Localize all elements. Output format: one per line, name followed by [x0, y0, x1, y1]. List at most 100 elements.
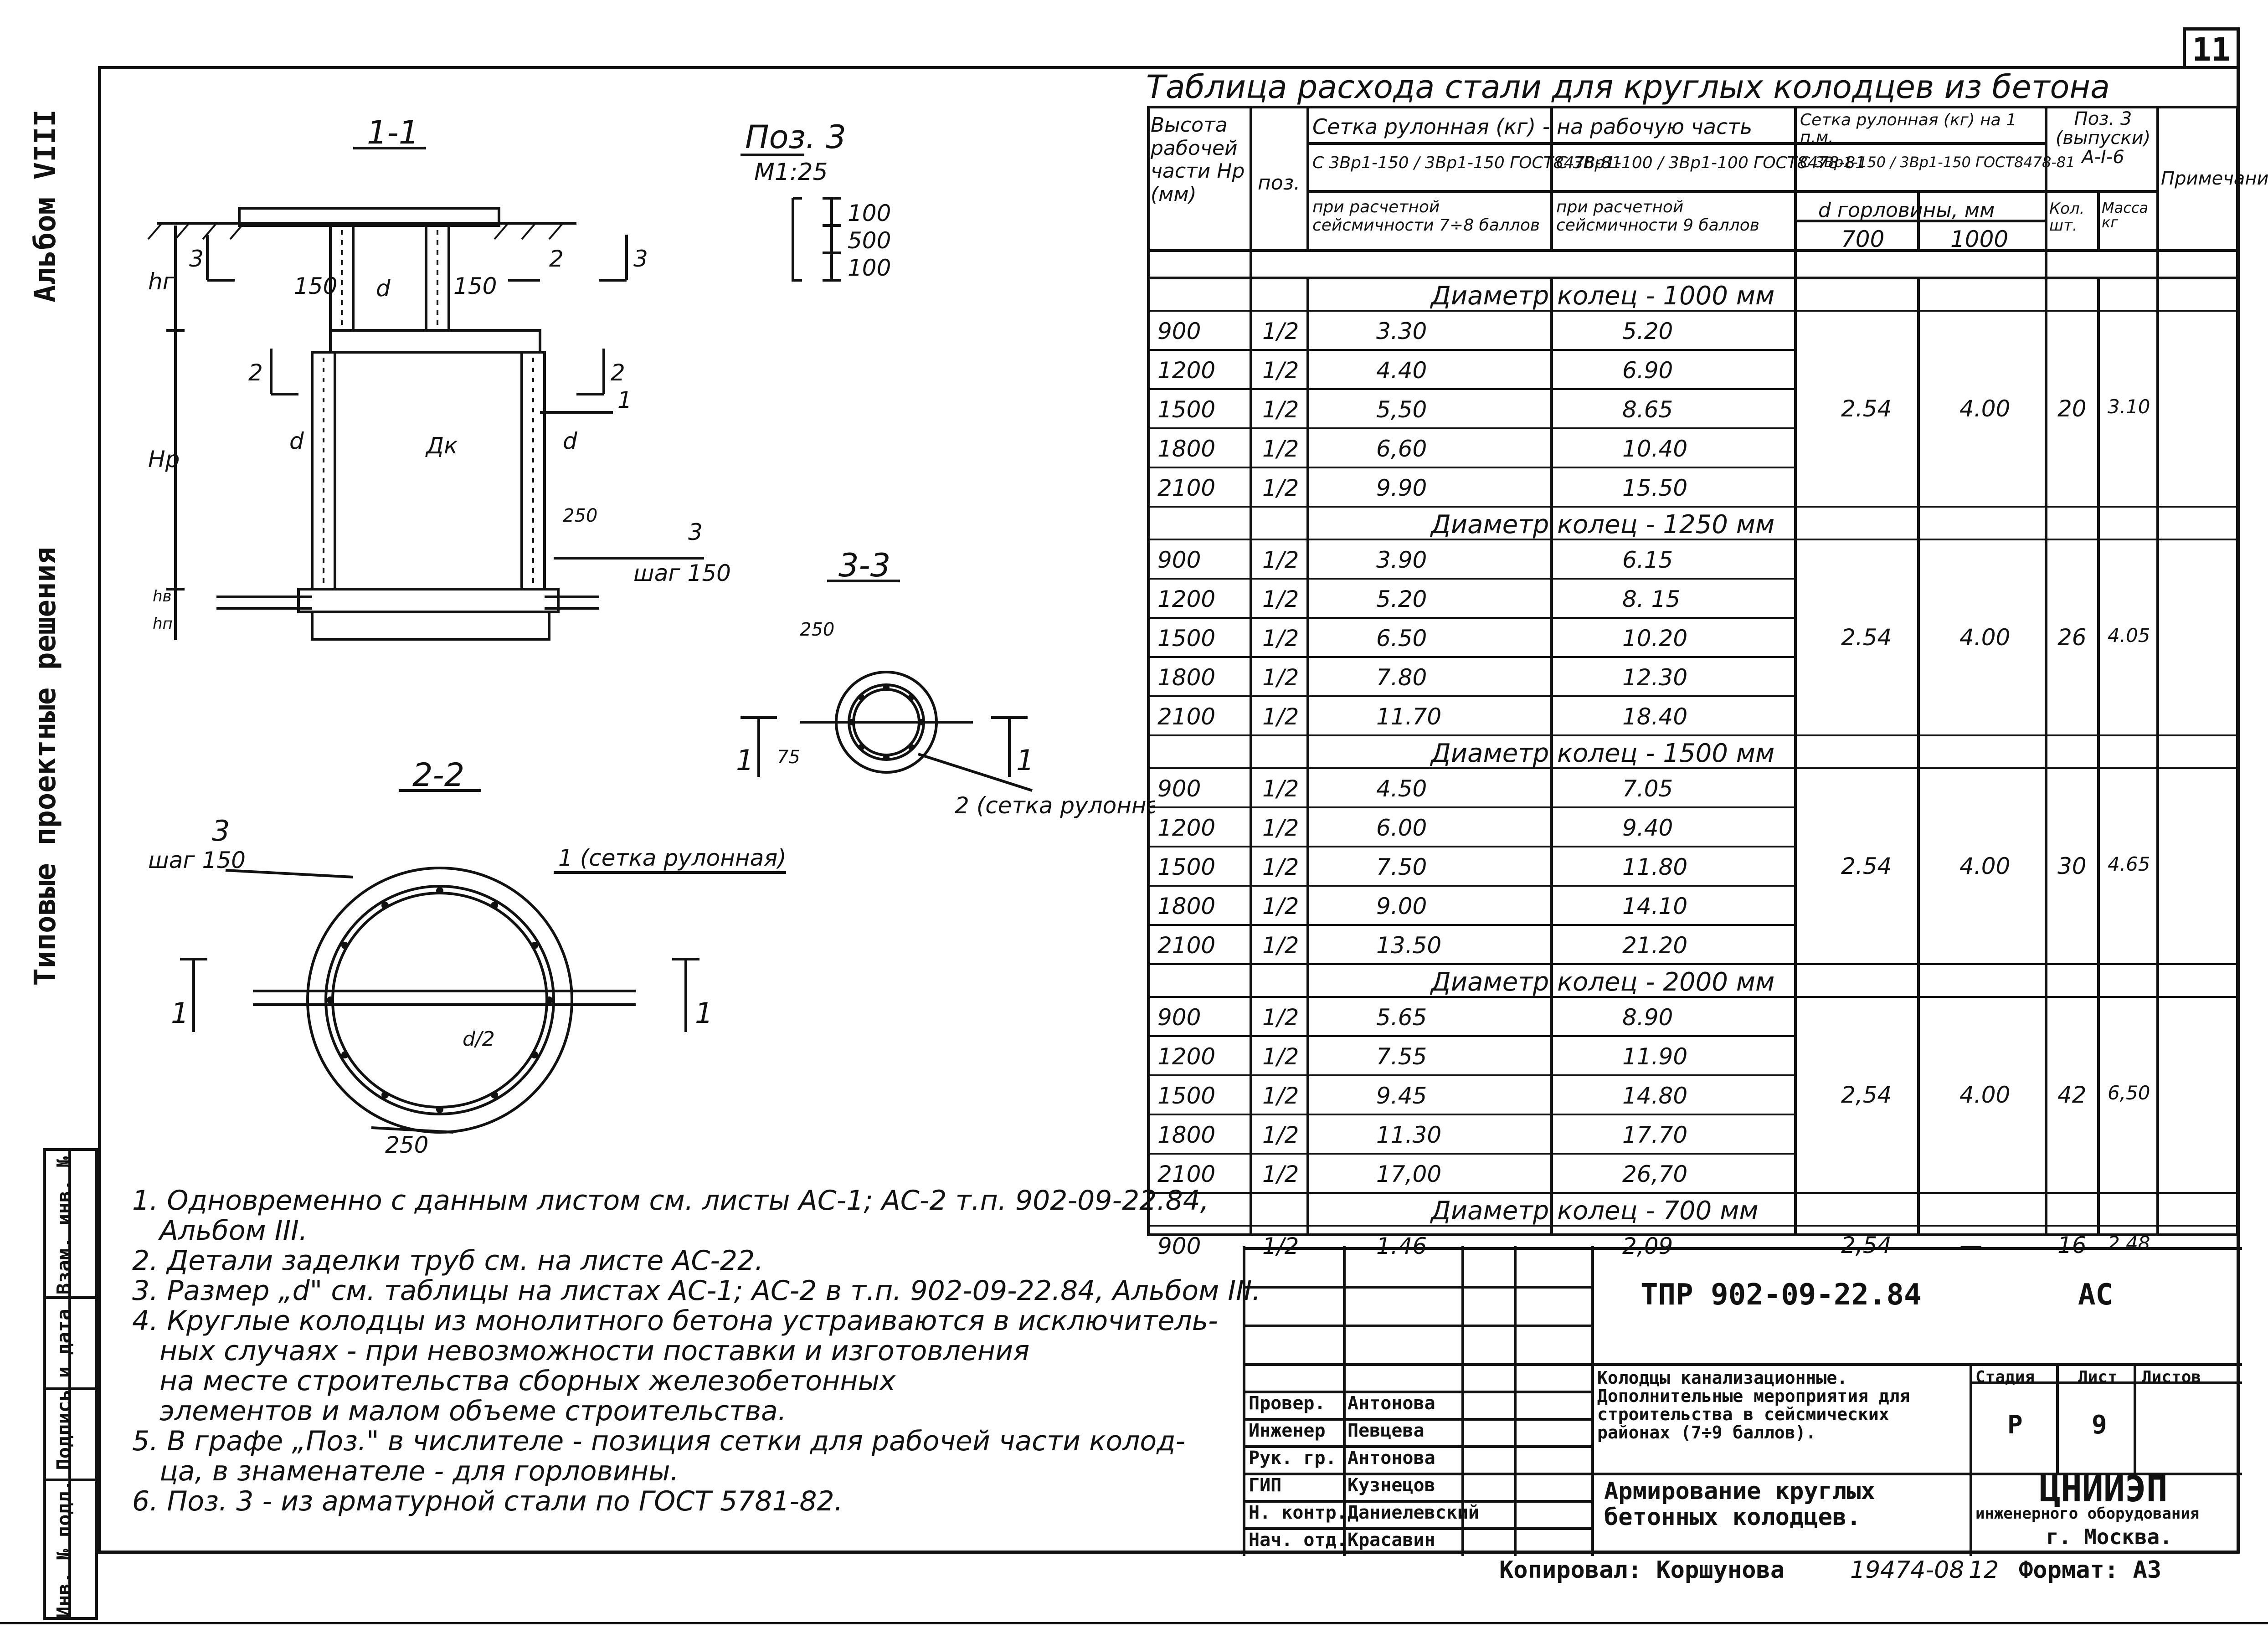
- note-line: Альбом III.: [159, 1215, 308, 1247]
- spine-sign-date: Подпись и дата: [52, 1309, 75, 1470]
- group-title: Диаметр колец - 700 мм: [1431, 1196, 1759, 1226]
- cell-h: 1200: [1157, 586, 1216, 612]
- cell-neck700: 2.54: [1841, 624, 1892, 651]
- cell-poz: 1/2: [1262, 815, 1299, 841]
- hdr-qty: Кол. шт.: [2049, 200, 2085, 235]
- label-hp: Hр: [148, 446, 180, 472]
- hdr-seis-b: при расчетной сейсмичности 9 баллов: [1556, 198, 1759, 235]
- cell-qty: 26: [2057, 624, 2087, 651]
- hdr-mesh-b: С 3Вр1-100 / 3Вр1-100 ГОСТ8478-81: [1556, 154, 1866, 172]
- section-3-3-label: 3-3: [838, 547, 890, 584]
- label-hb: hв: [153, 587, 172, 606]
- sheet-number-box: 11: [2183, 27, 2240, 69]
- pos3-dim-100b: 100: [848, 255, 891, 281]
- cell-h: 2100: [1157, 932, 1216, 959]
- sheets-header: Листов: [2142, 1368, 2201, 1386]
- cell-mass: 4.05: [2108, 624, 2150, 647]
- cell-b: 17.70: [1622, 1122, 1688, 1148]
- cell-neck700: 2.54: [1841, 395, 1892, 422]
- label-pos2: 2: [549, 246, 564, 272]
- staff-role: ГИП: [1249, 1475, 1282, 1496]
- staff-role: Провер.: [1249, 1393, 1326, 1414]
- org-city: г. Москва.: [2046, 1525, 2172, 1549]
- note-line: элементов и малом объеме строительства.: [159, 1395, 787, 1427]
- staff-name: Кузнецов: [1347, 1475, 1435, 1496]
- hdr-mass: Масса кг: [2102, 199, 2149, 231]
- section-2-2-label: 2-2: [412, 756, 464, 794]
- ring33-75: 75: [777, 747, 800, 768]
- cell-b: 8.90: [1622, 1004, 1673, 1031]
- pos3-dim-100a: 100: [848, 200, 891, 226]
- cell-h: 1500: [1157, 625, 1216, 652]
- label-150b: 150: [453, 273, 497, 299]
- title-block-grid: [1243, 1246, 2242, 1556]
- bottom-line: [0, 1622, 2268, 1624]
- cell-a: 6,60: [1376, 436, 1427, 462]
- label-dk: Дк: [425, 432, 458, 459]
- hdr-seis-a: при расчетной сейсмичности 7÷8 баллов: [1312, 198, 1540, 235]
- staff-role: Нач. отд.: [1249, 1530, 1347, 1551]
- hdr-neck-d: d горловины, мм: [1818, 199, 1995, 222]
- note-line: 5. В графе „Поз." в числителе - позиция …: [132, 1425, 1186, 1457]
- cell-h: 1200: [1157, 357, 1216, 384]
- ring22-250: 250: [385, 1132, 428, 1158]
- hdr-neck-1000: 1000: [1950, 226, 2009, 252]
- label-250: 250: [563, 505, 597, 526]
- ring22-step: шаг 150: [148, 847, 246, 873]
- hdr-poz: поз.: [1258, 171, 1301, 195]
- steel-table-grid: [1147, 106, 2239, 1236]
- cell-qty: 20: [2057, 395, 2087, 422]
- note-line: 4. Круглые колодцы из монолитного бетона…: [132, 1305, 1218, 1337]
- cell-poz: 1/2: [1262, 396, 1299, 423]
- hdr-note: Примечание: [2161, 168, 2268, 189]
- cell-h: 2100: [1157, 1161, 1216, 1187]
- sheet-header: Лист: [2078, 1368, 2118, 1386]
- cell-poz: 1/2: [1262, 436, 1299, 462]
- spine: Альбом VIII Типовые проектные решения Вз…: [0, 66, 98, 1620]
- label-sec3a: 3: [189, 246, 204, 272]
- cell-a: 17,00: [1376, 1161, 1442, 1187]
- pos3-title: Поз. 3: [745, 118, 846, 156]
- cell-a: 6.50: [1376, 625, 1427, 652]
- staff-name: Антонова: [1347, 1393, 1435, 1414]
- cell-h: 1500: [1157, 1083, 1216, 1109]
- cell-a: 9.45: [1376, 1083, 1427, 1109]
- cell-neck1000: 4.00: [1959, 624, 2011, 651]
- copy-page: 12: [1969, 1556, 1999, 1584]
- cell-mass: 3.10: [2108, 395, 2150, 418]
- copied-by: Копировал: Коршунова: [1499, 1556, 1785, 1584]
- cell-poz: 1/2: [1262, 1233, 1299, 1259]
- pos3-scale: М1:25: [754, 159, 828, 186]
- paper-format: Формат: А3: [2019, 1556, 2162, 1584]
- cell-qty: 30: [2057, 853, 2087, 879]
- cell-poz: 1/2: [1262, 893, 1299, 919]
- cell-b: 5.20: [1622, 318, 1673, 344]
- label-d2: d: [289, 428, 304, 454]
- pos3-dim-500: 500: [848, 227, 891, 254]
- spine-series: Типовые проектные решения: [29, 547, 62, 986]
- cell-poz: 1/2: [1262, 664, 1299, 691]
- hdr-height: Высота рабочей части Нр (мм): [1151, 113, 1245, 206]
- cell-b: 9.40: [1622, 815, 1673, 841]
- cell-neck700: 2,54: [1841, 1082, 1892, 1108]
- label-step150: шаг 150: [633, 560, 731, 586]
- cell-a: 4.40: [1376, 357, 1427, 384]
- cell-a: 7.55: [1376, 1043, 1427, 1070]
- cell-b: 21.20: [1622, 932, 1688, 959]
- staff-name: Красавин: [1347, 1530, 1435, 1551]
- cell-b: 10.40: [1622, 436, 1688, 462]
- sheet-title: Армирование круглых бетонных колодцев.: [1604, 1478, 1875, 1531]
- staff-role: Н. контр.: [1249, 1502, 1347, 1523]
- spine-album: Альбом VIII: [29, 109, 62, 303]
- stage-header: Стадия: [1975, 1368, 2035, 1386]
- note-line: 1. Одновременно с данным листом см. лист…: [132, 1185, 1209, 1217]
- note-line: 3. Размер „d" см. таблицы на листах АС-1…: [132, 1275, 1261, 1307]
- cell-poz: 1/2: [1262, 703, 1299, 730]
- group-title: Диаметр колец - 1000 мм: [1431, 281, 1775, 311]
- copy-number: 19474-08: [1850, 1556, 1965, 1584]
- cell-a: 9.90: [1376, 475, 1427, 501]
- hdr-neck-700: 700: [1841, 226, 1885, 252]
- spine-inv-repl: Взам. инв. №: [52, 1156, 75, 1295]
- ring22-cut-l: 1: [171, 996, 189, 1030]
- cell-poz: 1/2: [1262, 775, 1299, 802]
